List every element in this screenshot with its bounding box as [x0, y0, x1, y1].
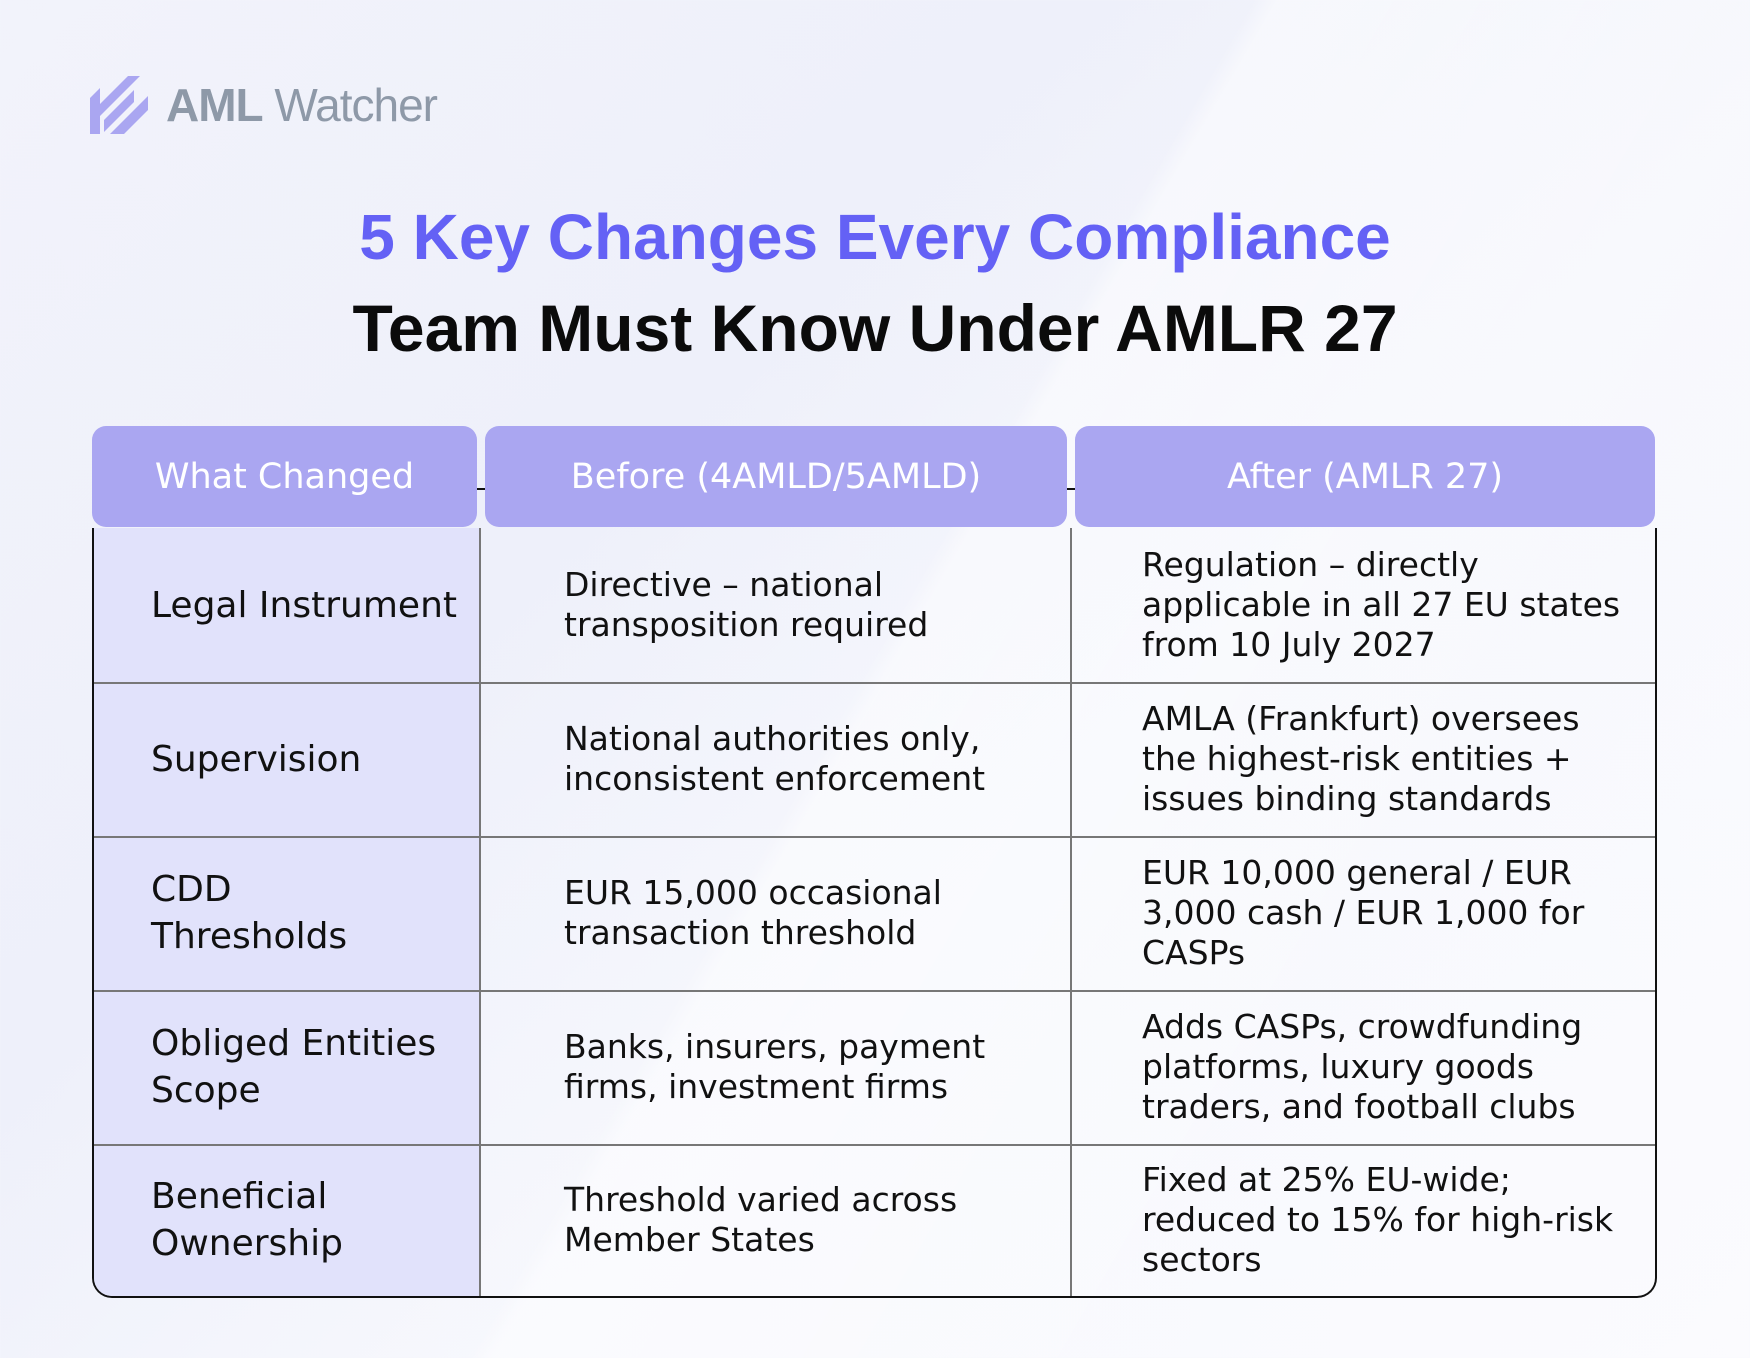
- row-what: Legal Instrument: [151, 584, 457, 626]
- row-divider: [94, 836, 1655, 838]
- row-what: CDD Thresholds: [151, 869, 348, 957]
- row-after: Adds CASPs, crowdfunding platforms, luxu…: [1142, 1007, 1583, 1126]
- row-what: Beneficial Ownership: [151, 1176, 343, 1264]
- header-connector: [1066, 488, 1076, 490]
- row-before: EUR 15,000 occasional transaction thresh…: [564, 873, 942, 952]
- row-after: EUR 10,000 general / EUR 3,000 cash / EU…: [1142, 853, 1585, 972]
- brand-name-light: Watcher: [274, 79, 438, 131]
- striped-check-icon: [90, 76, 148, 134]
- first-column-background: [94, 528, 479, 1296]
- row-after: Fixed at 25% EU-wide; reduced to 15% for…: [1142, 1160, 1614, 1279]
- header-connector: [476, 488, 486, 490]
- row-before: Directive – national transposition requi…: [564, 565, 929, 644]
- title-line-2: Team Must Know Under AMLR 27: [352, 291, 1398, 365]
- row-what: Obliged Entities Scope: [151, 1023, 437, 1111]
- row-divider: [94, 990, 1655, 992]
- row-before: National authorities only, inconsistent …: [564, 719, 986, 798]
- column-divider: [1070, 528, 1072, 1296]
- header-after: After (AMLR 27): [1075, 426, 1655, 527]
- row-after: AMLA (Frankfurt) oversees the highest-ri…: [1142, 699, 1580, 818]
- header-before: Before (4AMLD/5AMLD): [485, 426, 1067, 527]
- brand-name: AML Watcher: [166, 78, 438, 132]
- title-line-1: 5 Key Changes Every Compliance: [359, 201, 1391, 273]
- header-what-changed: What Changed: [92, 426, 477, 527]
- row-before: Banks, insurers, payment firms, investme…: [564, 1027, 986, 1106]
- row-before: Threshold varied across Member States: [564, 1180, 958, 1259]
- brand-name-bold: AML: [166, 79, 264, 131]
- column-divider: [479, 528, 481, 1296]
- comparison-table: Legal Instrument Directive – national tr…: [92, 528, 1657, 1298]
- row-divider: [94, 682, 1655, 684]
- row-what: Supervision: [151, 738, 362, 780]
- row-after: Regulation – directly applicable in all …: [1142, 545, 1621, 664]
- row-divider: [94, 1144, 1655, 1146]
- brand-logo: AML Watcher: [90, 76, 438, 134]
